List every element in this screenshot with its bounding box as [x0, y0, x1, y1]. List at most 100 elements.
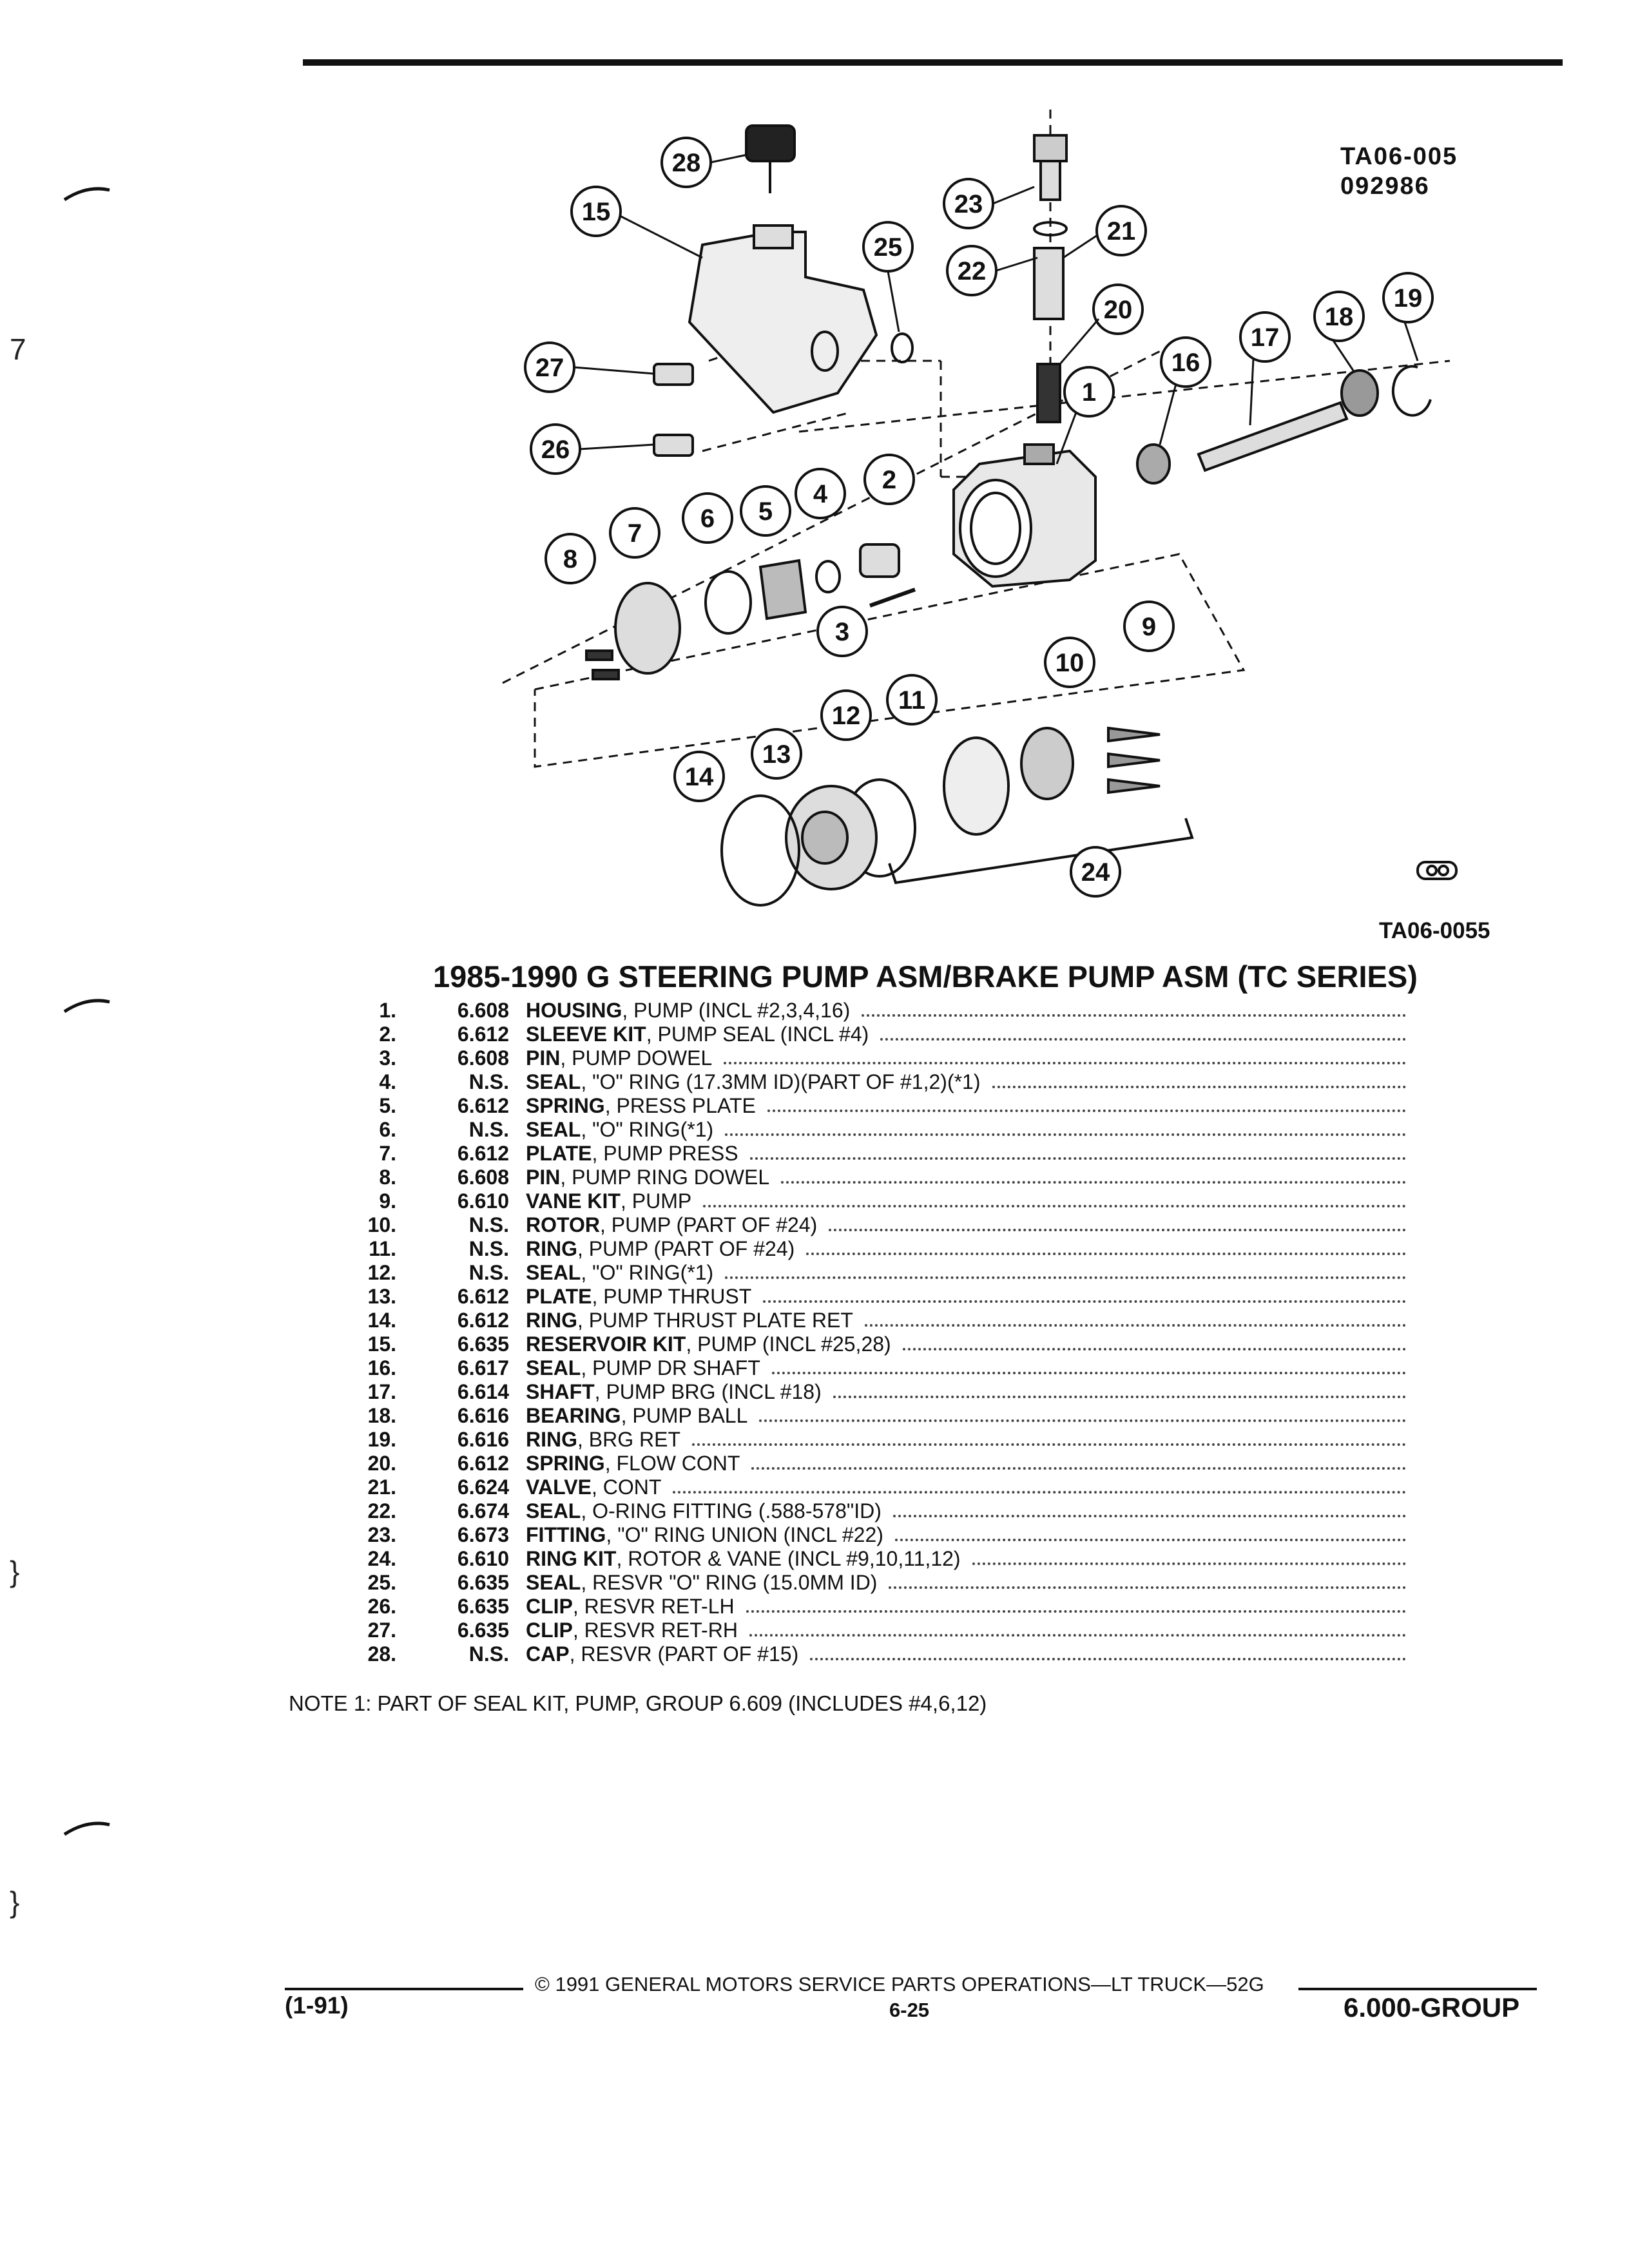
part-detail: , RESVR RET-RH [572, 1619, 738, 1642]
callout-label-14: 14 [685, 763, 714, 791]
part-number: 26. [367, 1595, 396, 1618]
callout-label-11: 11 [898, 686, 925, 715]
callout-9 [1123, 601, 1175, 652]
part-description: SLEEVE KIT, PUMP SEAL (INCL #4) [526, 1023, 869, 1046]
part-name: RING [526, 1428, 577, 1451]
figure-label: TA06-0055 [1379, 918, 1490, 943]
callout-1 [1063, 366, 1115, 418]
part-name: SEAL [526, 1499, 581, 1523]
part-number: 8. [379, 1166, 396, 1189]
part-name: PLATE [526, 1142, 592, 1165]
leader-dots [972, 1562, 1406, 1565]
parts-row: 28.N.S.CAP, RESVR (PART OF #15) [303, 1642, 1411, 1666]
part-group: 6.612 [457, 1285, 509, 1308]
part-name: SEAL [526, 1261, 581, 1284]
leader-dots [703, 1205, 1406, 1207]
callout-3 [816, 606, 868, 657]
part-description: VALVE, CONT [526, 1475, 661, 1499]
part-number: 5. [379, 1094, 396, 1117]
part-description: RESERVOIR KIT, PUMP (INCL #25,28) [526, 1332, 891, 1356]
housing-part [952, 443, 1097, 588]
leader-dots [829, 1229, 1406, 1231]
part-name: SPRING [526, 1094, 605, 1117]
part-name: RING [526, 1309, 577, 1332]
part-detail: , PUMP [620, 1189, 692, 1213]
part-name: CAP [526, 1642, 570, 1666]
part-detail: , PUMP (PART OF #24) [577, 1237, 795, 1260]
leader-dots [749, 1634, 1406, 1637]
part-detail: , PRESS PLATE [604, 1094, 756, 1117]
footer-rule-right [1298, 1988, 1537, 1990]
part-number: 27. [367, 1619, 396, 1642]
callout-label-27: 27 [535, 354, 564, 382]
part-group: N.S. [468, 1237, 509, 1260]
part-detail: , RESVR "O" RING (15.0MM ID) [581, 1571, 878, 1594]
gm-logo-icon [1416, 861, 1458, 880]
leader-dots [725, 1276, 1406, 1279]
part-description: BEARING, PUMP BALL [526, 1404, 747, 1428]
part-group: 6.617 [457, 1356, 509, 1379]
part-detail: , PUMP SEAL (INCL #4) [646, 1023, 869, 1046]
part-name: VALVE [526, 1475, 592, 1499]
callout-label-7: 7 [628, 519, 642, 548]
part-number: 28. [367, 1642, 396, 1666]
part-name: PLATE [526, 1285, 592, 1308]
callout-21 [1095, 205, 1147, 256]
part-description: RING KIT, ROTOR & VANE (INCL #9,10,11,12… [526, 1547, 961, 1571]
part-description: CLIP, RESVR RET-RH [526, 1619, 738, 1642]
part-detail: , "O" RING (17.3MM ID)(PART OF #1,2)(*1) [581, 1070, 981, 1093]
callout-4 [795, 468, 846, 519]
callout-8 [545, 533, 596, 584]
part-description: SPRING, PRESS PLATE [526, 1094, 756, 1118]
callout-label-18: 18 [1325, 303, 1354, 331]
part-detail: , PUMP THRUST PLATE RET [577, 1309, 853, 1332]
part-name: SLEEVE KIT [526, 1023, 646, 1046]
callout-label-16: 16 [1171, 349, 1200, 377]
callout-label-5: 5 [758, 497, 773, 526]
callout-label-21: 21 [1107, 217, 1136, 245]
part-detail: , PUMP (PART OF #24) [599, 1213, 818, 1236]
part-number: 17. [367, 1380, 396, 1403]
part-description: RING, PUMP (PART OF #24) [526, 1237, 795, 1261]
leader-dots [862, 1014, 1406, 1017]
margin-stroke-icon [63, 187, 110, 202]
part-number: 21. [367, 1475, 396, 1499]
part-name: SEAL [526, 1118, 581, 1141]
callout-14 [673, 751, 725, 802]
parts-row: 10.N.S.ROTOR, PUMP (PART OF #24) [303, 1213, 1411, 1237]
part-description: PIN, PUMP RING DOWEL [526, 1166, 769, 1189]
part-detail: , FLOW CONT [604, 1452, 740, 1475]
part-number: 12. [367, 1261, 396, 1284]
part-detail: , CONT [591, 1475, 662, 1499]
part-group: 6.635 [457, 1571, 509, 1594]
callout-label-28: 28 [672, 149, 701, 177]
leader-dots [892, 1515, 1406, 1517]
part-name: ROTOR [526, 1213, 600, 1236]
part-name: CLIP [526, 1619, 573, 1642]
parts-row: 6.N.S.SEAL, "O" RING(*1) [303, 1118, 1411, 1142]
leader-dots [725, 1133, 1406, 1136]
callout-label-6: 6 [700, 505, 715, 533]
part-description: HOUSING, PUMP (INCL #2,3,4,16) [526, 999, 850, 1023]
part-detail: , RESVR RET-LH [572, 1595, 735, 1618]
part-detail: , BRG RET [577, 1428, 681, 1451]
callout-2 [863, 454, 915, 505]
leader-dots [759, 1419, 1406, 1422]
leader-dots [806, 1253, 1406, 1255]
part-detail: , PUMP DOWEL [560, 1046, 713, 1070]
callout-label-26: 26 [541, 436, 570, 464]
part-group: 6.612 [457, 1142, 509, 1165]
part-name: CLIP [526, 1595, 573, 1618]
part-name: SEAL [526, 1356, 581, 1379]
part-detail: , PUMP RING DOWEL [560, 1166, 770, 1189]
part-group: 6.608 [457, 999, 509, 1022]
top-rule [303, 59, 1563, 66]
leader-dots [746, 1610, 1406, 1613]
part-group: 6.673 [457, 1523, 509, 1546]
